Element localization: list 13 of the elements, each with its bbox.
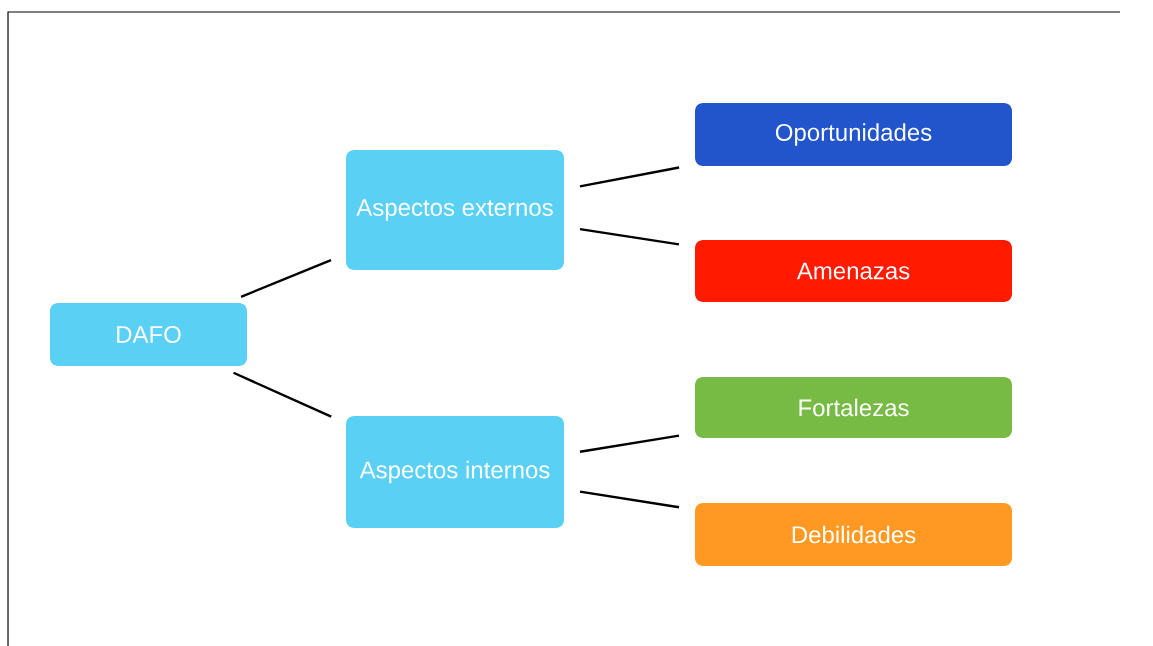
- connector-line: [579, 434, 680, 453]
- factor-box: Fortalezas: [695, 377, 1012, 438]
- factor-box: Debilidades: [695, 503, 1012, 566]
- factor-box: Oportunidades: [695, 103, 1012, 166]
- connector-line: [579, 166, 680, 188]
- connector-line: [240, 259, 332, 298]
- connector-line: [233, 371, 332, 418]
- topic-box: DAFO: [50, 303, 247, 366]
- connector-line: [579, 490, 680, 509]
- category-box: Aspectos internos: [346, 416, 564, 528]
- connector-line: [579, 227, 680, 246]
- category-box: Aspectos externos: [346, 150, 564, 270]
- factor-box: Amenazas: [695, 240, 1012, 302]
